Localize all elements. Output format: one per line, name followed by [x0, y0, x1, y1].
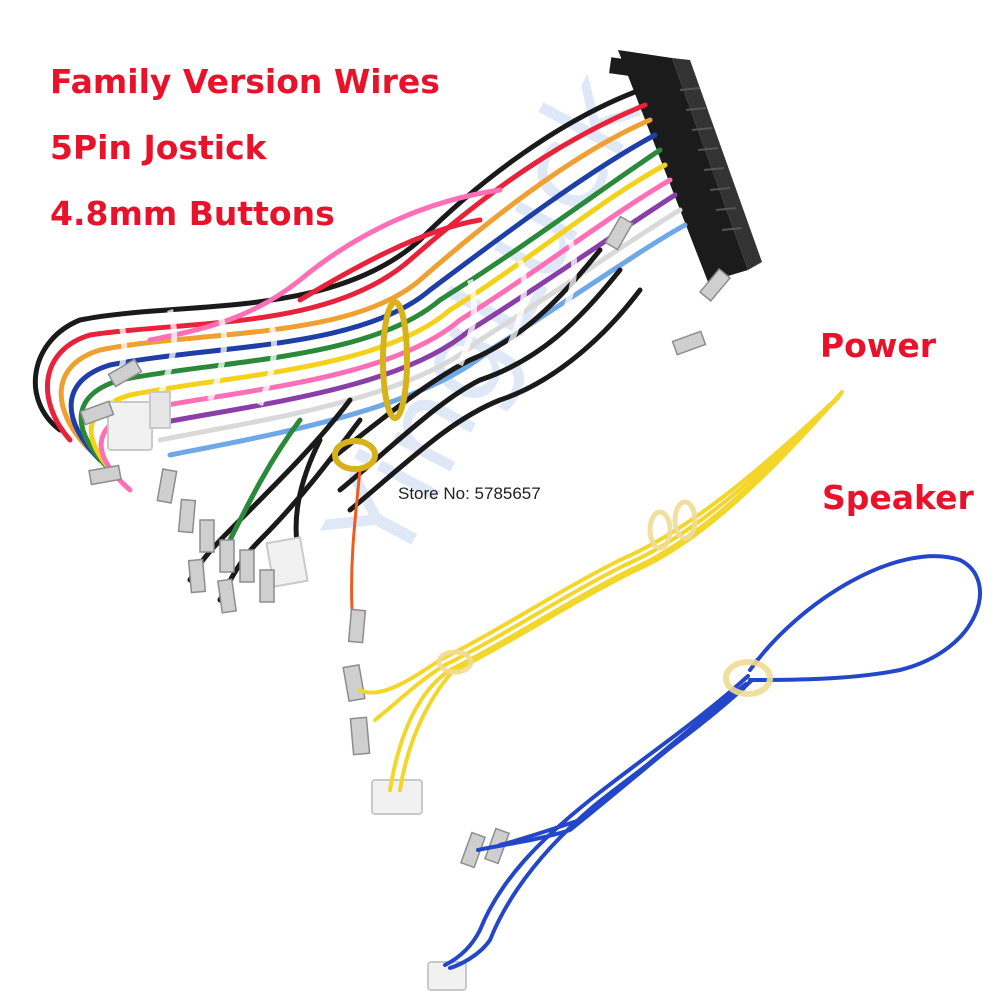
spiral-wrap — [107, 239, 578, 407]
speaker-label: Speaker — [822, 478, 974, 517]
title-family-version-wires: Family Version Wires — [50, 62, 440, 101]
cable-ties — [332, 299, 410, 472]
power-label: Power — [820, 326, 936, 365]
title-buttons-size: 4.8mm Buttons — [50, 194, 335, 233]
title-5pin-joystick: 5Pin Jostick — [50, 128, 267, 167]
jamma-connector — [609, 50, 762, 282]
store-number-text: Store No: 5785657 — [398, 484, 541, 503]
main-wire-bundle — [32, 87, 688, 612]
power-wire-ties — [436, 499, 698, 675]
white-connectors — [107, 391, 467, 991]
speaker-wire-tie — [723, 659, 773, 697]
power-wire — [358, 390, 844, 792]
speaker-wire — [443, 554, 982, 970]
spade-terminals — [79, 215, 732, 869]
